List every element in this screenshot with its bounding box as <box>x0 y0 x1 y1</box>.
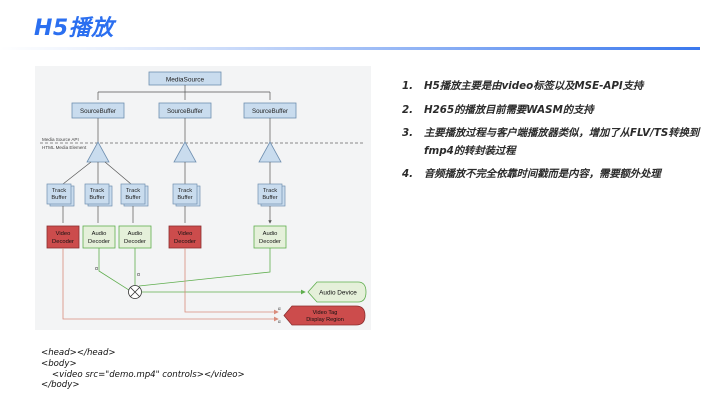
alpha-label-4: α <box>278 319 281 324</box>
video-path-1 <box>62 248 279 322</box>
bullet-item: 1. H5播放主要是由video标签以及MSE-API支持 <box>402 78 708 96</box>
track-buffer-5: Track Buffer <box>257 183 286 207</box>
track-buffer-4-line2: Buffer <box>177 195 192 201</box>
api-label: Media Source API <box>42 137 79 142</box>
video-decoder-1-line2: Decoder <box>52 239 74 245</box>
media-source-connectors <box>97 85 271 100</box>
audio-decoder-3-line1: Audio <box>263 231 278 237</box>
diagram-canvas: MediaSource SourceBuffer SourceBuffer So… <box>40 71 367 326</box>
audio-path-1 <box>98 248 133 293</box>
audio-decoder-3-line2: Decoder <box>259 239 281 245</box>
track-buffer-2: Track Buffer <box>84 183 113 207</box>
audio-mixer-icon <box>128 285 142 299</box>
title-underline <box>0 47 700 50</box>
code-line: <body> <box>41 358 77 369</box>
demux-connectors <box>62 161 271 185</box>
source-buffer-3-label: SourceBuffer <box>252 108 288 115</box>
track-buffer-3-line2: Buffer <box>125 195 140 201</box>
bullet-item: 4. 音频播放不完全依靠时间戳而是内容，需要额外处理 <box>402 166 708 184</box>
bullet-text: 音频播放不完全依靠时间戳而是内容，需要额外处理 <box>424 168 661 180</box>
track-buffer-5-line2: Buffer <box>262 195 277 201</box>
code-line: <video src="demo.mp4" controls></video> <box>41 369 245 380</box>
code-line: <head></head> <box>41 348 116 358</box>
video-decoder-2-line2: Decoder <box>174 239 196 245</box>
source-buffer-1-label: SourceBuffer <box>80 108 116 115</box>
alpha-label-3: α <box>278 306 281 311</box>
bullet-number: 1. <box>402 80 414 92</box>
buffer-connectors <box>97 118 271 142</box>
track-buffer-5-line1: Track <box>263 188 277 194</box>
video-decoder-1-line1: Video <box>56 231 71 237</box>
bullet-number: 2. <box>402 103 414 116</box>
track-buffer-2-line2: Buffer <box>89 195 104 201</box>
element-label: HTML Media Element <box>42 145 87 150</box>
bullet-text: H265的播放目前需要WASM的支持 <box>424 103 594 116</box>
code-snippet: <head></head><body> <video src="demo.mp4… <box>41 348 245 391</box>
slide-title: H5播放 <box>34 16 114 41</box>
audio-device-shape <box>307 281 367 303</box>
bullet-text: 主要播放过程与客户端播放器类似，增加了从FLV/TS转换到fmp4的转封装过程 <box>424 127 700 157</box>
demux-triangle-1 <box>86 141 110 163</box>
audio-decoder-1-line1: Audio <box>92 231 107 237</box>
track-buffer-1: Track Buffer <box>46 183 75 207</box>
bullet-text: H5播放主要是由video标签以及MSE-API支持 <box>424 80 644 92</box>
track-buffer-4: Track Buffer <box>172 183 201 207</box>
track-buffer-2-line1: Track <box>90 188 104 194</box>
track-buffer-3: Track Buffer <box>120 183 149 207</box>
track-to-decoder-arrows <box>62 206 270 223</box>
video-tag-line1: Video Tag <box>313 310 338 316</box>
alpha-label-2: α <box>137 272 140 278</box>
track-buffer-4-line1: Track <box>178 188 192 194</box>
video-tag-line2: Display Region <box>306 317 344 323</box>
track-buffer-1-line1: Track <box>52 188 66 194</box>
audio-decoder-2-line1: Audio <box>128 231 143 237</box>
audio-path-3 <box>138 248 271 287</box>
source-buffer-2-label: SourceBuffer <box>167 108 203 115</box>
demux-triangle-3 <box>258 141 282 163</box>
track-buffer-1-line2: Buffer <box>51 195 66 201</box>
track-buffer-3-line1: Track <box>126 188 140 194</box>
audio-decoder-1-line2: Decoder <box>88 239 110 245</box>
video-path-2 <box>184 248 279 315</box>
bullet-number: 4. <box>402 168 414 180</box>
mse-architecture-diagram: MediaSource SourceBuffer SourceBuffer So… <box>35 66 371 330</box>
bullet-list: 1. H5播放主要是由video标签以及MSE-API支持 2. H265的播放… <box>402 78 708 190</box>
alpha-label-1: α <box>95 266 98 272</box>
media-source-label: MediaSource <box>166 77 205 84</box>
audio-decoder-2-line2: Decoder <box>124 239 146 245</box>
bullet-item: 2. H265的播放目前需要WASM的支持 <box>402 102 708 120</box>
video-decoder-2-line1: Video <box>178 231 193 237</box>
code-line: </body> <box>41 380 80 391</box>
bullet-item: 3. 主要播放过程与客户端播放器类似，增加了从FLV/TS转换到fmp4的转封装… <box>402 125 708 160</box>
demux-triangle-2 <box>173 141 197 163</box>
bullet-number: 3. <box>402 127 414 139</box>
video-tag-shape <box>283 305 366 326</box>
audio-device-label: Audio Device <box>319 290 357 297</box>
